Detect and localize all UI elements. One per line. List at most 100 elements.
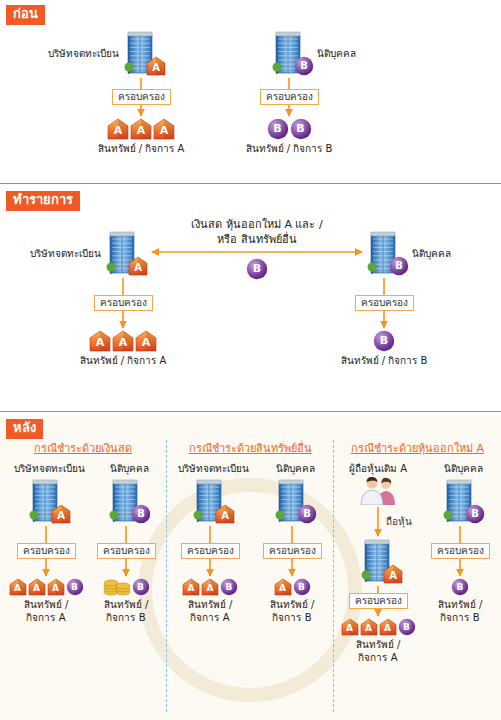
tree-crown [273, 63, 282, 72]
icon-letter: A [182, 578, 200, 599]
ball-face [290, 119, 310, 139]
asset-block: A [360, 618, 378, 636]
icon-letter: A [28, 578, 46, 599]
building-mullion [383, 236, 384, 273]
ball-face [452, 579, 468, 595]
coin [116, 583, 130, 589]
company-icon: นิติบุคคลB [107, 462, 152, 524]
tree-crown [444, 511, 453, 520]
building-roof [128, 32, 152, 36]
asset-block: A [47, 578, 65, 596]
building-roof [365, 540, 389, 544]
ball-face [221, 579, 237, 595]
asset-block: A [201, 578, 219, 596]
icon-letter: B [66, 578, 84, 596]
case-heading: กรณีชำระด้วยเงินสด [0, 440, 166, 456]
company-icon: นิติบุคคลB [441, 462, 486, 524]
icon-letter: A [107, 118, 129, 143]
edge-label: ครอบครอง [355, 295, 414, 311]
entity-name: บริษัทจดทะเบียน [30, 247, 101, 260]
ball-face [390, 257, 408, 275]
building-roof [33, 480, 57, 484]
asset-block: A [274, 578, 292, 596]
icon-letter: B [220, 578, 238, 596]
building-wrap: A [122, 30, 166, 76]
asset-caption: สินทรัพย์ / กิจการ A [173, 598, 247, 624]
building-badge: B [294, 56, 314, 76]
building-badge: B [297, 504, 317, 524]
entity-name: นิติบุคคล [110, 462, 149, 475]
edge-label: ถือหุ้น [384, 515, 414, 528]
building-wrap: A [359, 538, 403, 584]
entity-name: นิติบุคคล [276, 462, 315, 475]
edge-label: ครอบครอง [263, 543, 322, 559]
icon-letter: B [297, 504, 317, 524]
building-badge: B [389, 256, 409, 276]
building-roof [110, 232, 134, 236]
building-badge: A [146, 56, 166, 76]
asset-caption: สินทรัพย์ / กิจการ B [341, 354, 428, 367]
case-column: บริษัทจดทะเบียนAนิติบุคคลBAABสินทรัพย์ /… [167, 440, 334, 712]
edge-label-holder: ครอบครอง [112, 89, 171, 105]
asset-group: AAABสินทรัพย์ / กิจการ A [340, 618, 417, 664]
asset-caption: สินทรัพย์ / กิจการ B [89, 598, 163, 624]
person-hair [367, 477, 378, 482]
asset-ball: B [66, 578, 84, 596]
asset-ball: B [373, 330, 395, 352]
edge-label-holder: เงินสด หุ้นออกใหม่ A และ / หรือ สินทรัพย… [188, 218, 326, 247]
company-icon: Bนิติบุคคล [270, 30, 357, 76]
section-tag: หลัง [6, 419, 43, 439]
company-icon: A [359, 538, 404, 584]
asset-block: A [153, 118, 175, 140]
edge-label: ครอบครอง [349, 593, 408, 609]
icon-letter: A [135, 330, 157, 355]
edge-label-holder: ครอบครอง [263, 543, 322, 559]
ball-face [247, 259, 267, 279]
edge-label: ครอบครอง [17, 543, 76, 559]
company-icon: Bนิติบุคคล [365, 230, 452, 276]
person-body [361, 490, 383, 505]
building-roof [113, 480, 137, 484]
asset-ball: B [246, 258, 268, 280]
building-mullion [209, 484, 210, 521]
icon-letter: B [290, 118, 312, 140]
building-wrap: B [365, 230, 409, 276]
tree-crown [362, 571, 371, 580]
icon-letter: A [89, 330, 111, 355]
person-hair [381, 478, 391, 484]
asset-ball: B [290, 118, 312, 140]
asset-caption: สินทรัพย์ / กิจการ B [425, 598, 495, 624]
edge-label-holder: ครอบครอง [260, 89, 319, 105]
company-icon: บริษัทจดทะเบียน A [48, 30, 167, 76]
icon-letter: A [215, 504, 235, 527]
building-mullion [377, 544, 378, 581]
section-band: บริษัทจดทะเบียนABนิติบุคคลAAAสินทรัพย์ /… [0, 0, 501, 184]
entity-name: บริษัทจดทะเบียน [48, 47, 119, 60]
building-roof [371, 232, 395, 236]
asset-caption: สินทรัพย์ / กิจการ A [80, 354, 167, 367]
ball-face [293, 579, 309, 595]
asset-block: A [379, 618, 397, 636]
building-badge: A [215, 504, 235, 524]
asset-block: A [107, 118, 129, 140]
edge-label: ครอบครอง [97, 543, 156, 559]
asset-block: A [130, 118, 152, 140]
icon-letter: A [274, 578, 292, 599]
tree-crown [368, 263, 377, 272]
building-roof [279, 480, 303, 484]
entity-name: นิติบุคคล [317, 47, 356, 60]
asset-row: BB [267, 118, 312, 140]
asset-block: A [182, 578, 200, 596]
icon-letter: B [373, 330, 395, 352]
tree-crown [276, 511, 285, 520]
ball-face [295, 57, 313, 75]
company-icon: บริษัทจดทะเบียนA [177, 462, 249, 524]
edge-label-holder: ครอบครอง [349, 593, 408, 609]
ball-face [132, 505, 150, 523]
ball-face [267, 119, 287, 139]
icon-letter: A [130, 118, 152, 143]
case-heading: กรณีชำระด้วยหุ้นออกใหม่ A [334, 440, 501, 456]
asset-block: A [341, 618, 359, 636]
asset-group: BBสินทรัพย์ / กิจการ B [245, 118, 333, 155]
building-wrap: A [191, 478, 235, 524]
